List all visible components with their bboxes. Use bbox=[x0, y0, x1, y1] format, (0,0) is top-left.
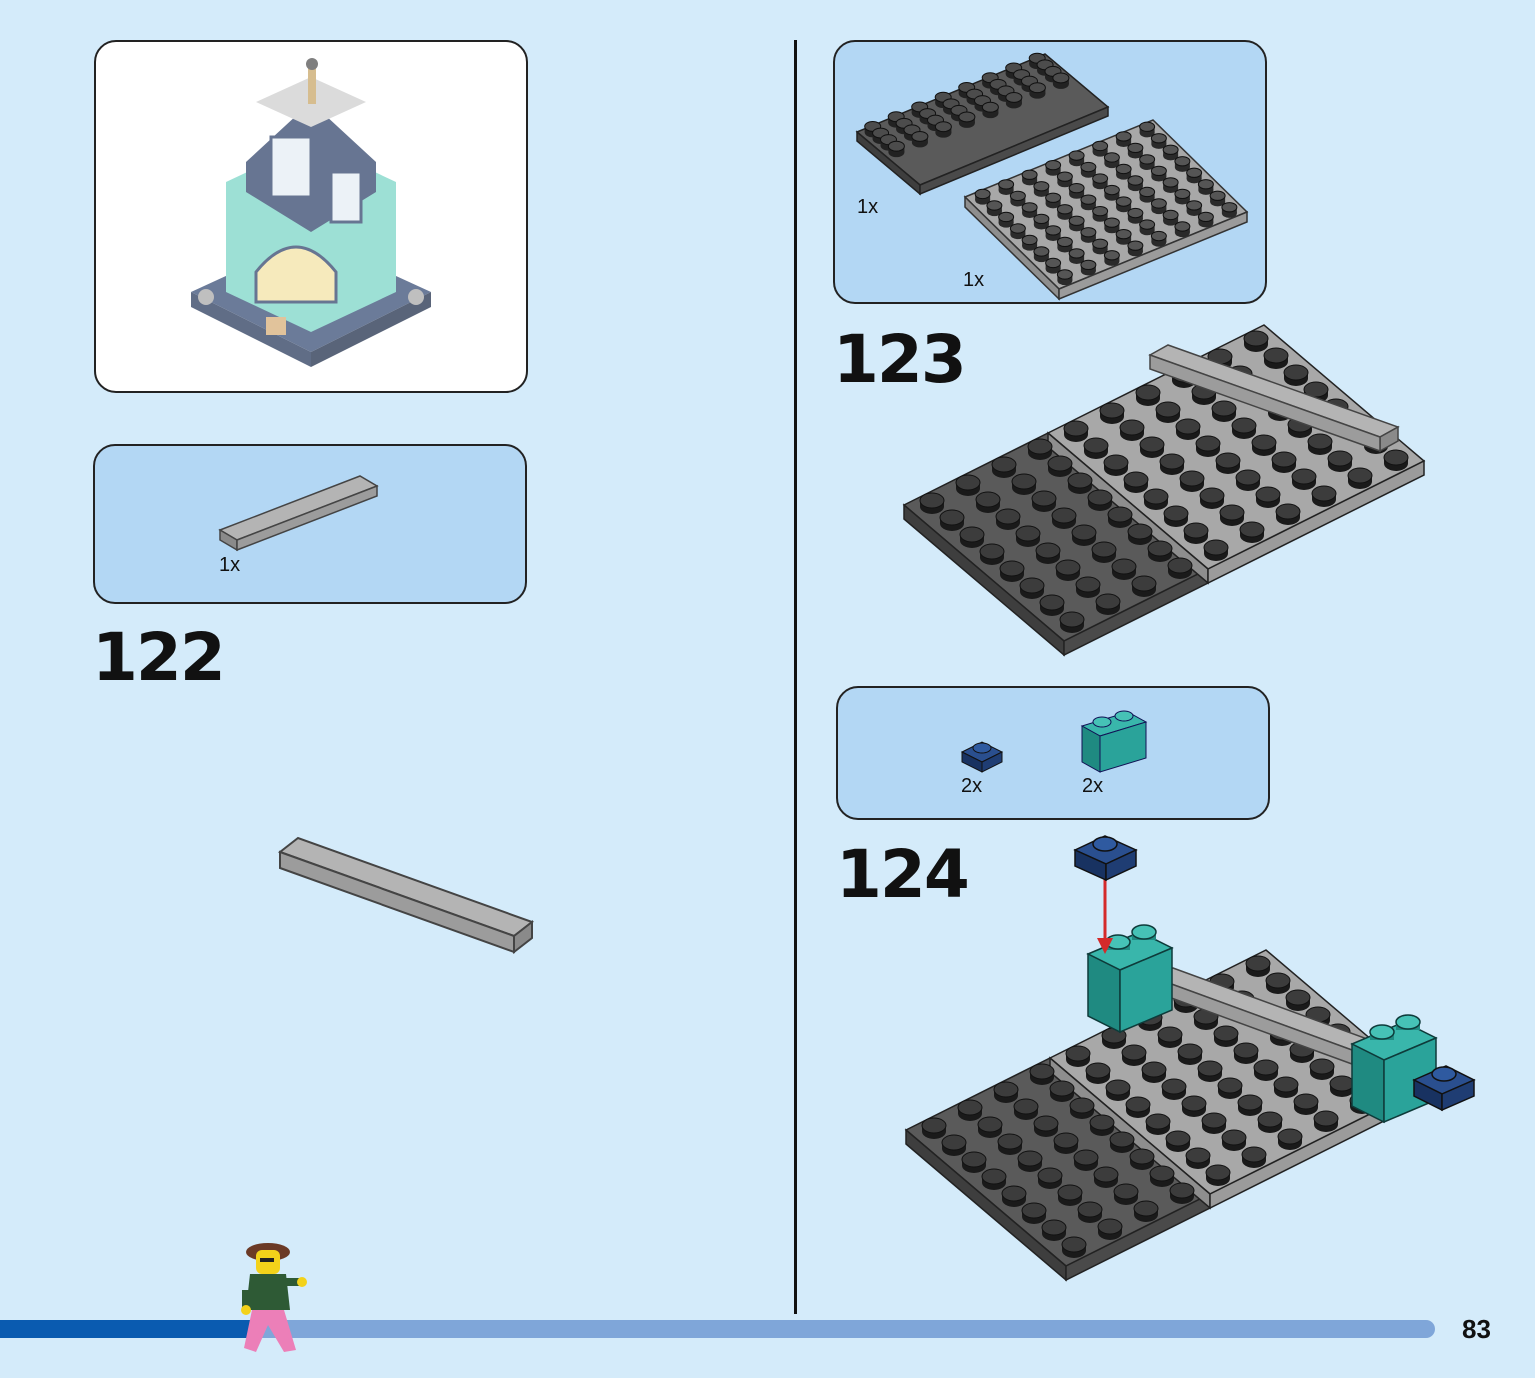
progress-track bbox=[0, 1320, 1435, 1338]
step-number-122: 122 bbox=[92, 619, 226, 696]
finished-model-illustration bbox=[191, 58, 431, 367]
step-122-parts-callout: 1x bbox=[93, 444, 527, 604]
walking-minifigure-icon bbox=[241, 1243, 307, 1352]
light-gray-plate-6x8-part bbox=[963, 119, 1249, 301]
part-quantity: 2x bbox=[1082, 775, 1104, 797]
dark-blue-plate-1x1-incoming bbox=[1073, 835, 1138, 882]
part-quantity: 1x bbox=[963, 269, 985, 291]
step-124-parts-illustration bbox=[960, 710, 1148, 773]
teal-brick-1x2-part bbox=[1080, 710, 1148, 773]
step-number-123: 123 bbox=[833, 321, 967, 398]
model-overview-panel bbox=[94, 40, 528, 393]
dark-blue-plate-1x1-part bbox=[960, 741, 1004, 773]
light-gray-tile-1x6-part bbox=[218, 475, 379, 552]
step-123-assembly bbox=[902, 324, 1426, 657]
step-122-assembly-tile bbox=[277, 836, 535, 955]
part-quantity: 1x bbox=[219, 554, 241, 576]
step-124-assembly bbox=[904, 835, 1476, 1282]
placement-arrow bbox=[1097, 878, 1113, 954]
page-number: 83 bbox=[1462, 1314, 1491, 1344]
step-124-parts-callout: 2x 2x bbox=[836, 686, 1270, 820]
dark-gray-plate-4x8-part bbox=[855, 52, 1110, 196]
part-quantity: 2x bbox=[961, 775, 983, 797]
part-quantity: 1x bbox=[857, 196, 879, 218]
step-123-parts-illustration bbox=[855, 52, 1249, 301]
step-123-parts-callout: 1x 1x bbox=[833, 40, 1267, 304]
progress-fill bbox=[0, 1320, 259, 1338]
page-column-divider bbox=[794, 40, 797, 1314]
step-number-124: 124 bbox=[836, 836, 970, 913]
